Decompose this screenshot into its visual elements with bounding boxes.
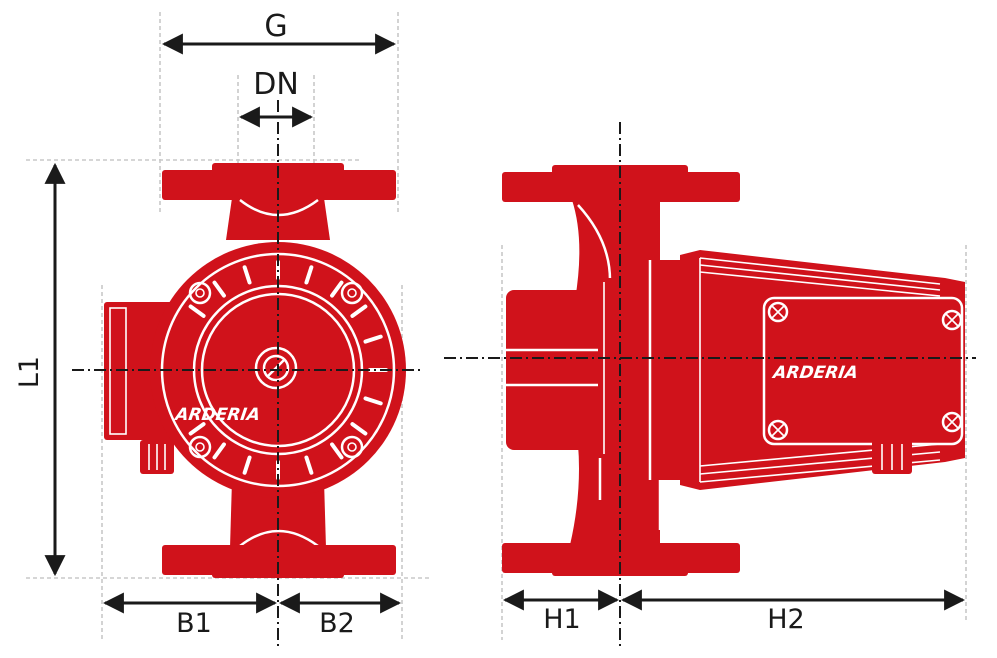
cooling-fin (363, 334, 383, 344)
cooling-fin (304, 455, 314, 475)
dimension-label-dn: DN (253, 67, 299, 102)
dimension-label-g: G (264, 9, 287, 44)
cooling-fin (188, 422, 206, 436)
cooling-fin (363, 396, 383, 406)
cooling-fin (242, 455, 252, 475)
dimension-label-l1: L1 (14, 356, 45, 388)
pump-side-view: ARDERIA (502, 165, 965, 576)
panel-screws (767, 301, 963, 441)
cooling-fin (330, 442, 344, 460)
dimension-label-b1: B1 (176, 608, 212, 639)
guide-lines (26, 12, 967, 640)
cooling-fins (188, 260, 388, 480)
dimension-lines (44, 33, 966, 614)
brand-logo-front: ARDERIA (172, 405, 261, 425)
housing-bolts (188, 281, 364, 459)
dimension-label-h2: H2 (767, 604, 804, 635)
cooling-fin (350, 422, 368, 436)
cooling-fin (242, 265, 252, 285)
brand-logo-side: ARDERIA (770, 363, 859, 383)
cooling-fin (212, 280, 226, 298)
cooling-fin (330, 280, 344, 298)
cooling-fin (212, 442, 226, 460)
cooling-fin (188, 304, 206, 318)
center-axes (72, 100, 976, 648)
dimension-label-b2: B2 (319, 608, 355, 639)
dimension-label-h1: H1 (543, 604, 580, 635)
motor-ribs (699, 257, 941, 483)
cooling-fin (350, 304, 368, 318)
cooling-fin (304, 265, 314, 285)
